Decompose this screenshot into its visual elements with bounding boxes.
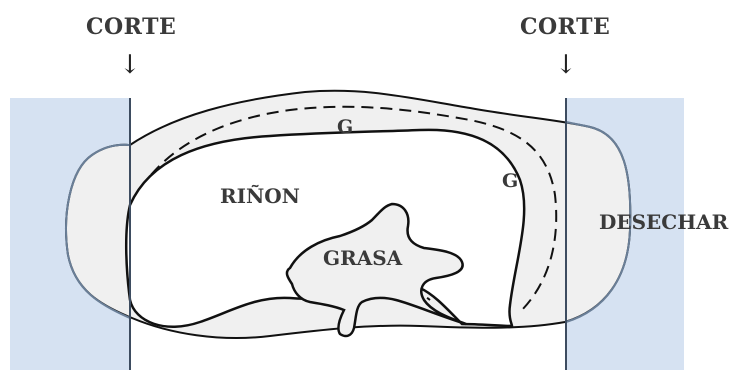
- fat-center-label: GRASA: [323, 248, 402, 268]
- discard-label: DESECHAR: [599, 212, 728, 232]
- kidney-label: RIÑON: [220, 186, 300, 206]
- fat-top-label: G: [337, 118, 353, 137]
- cut-label-left: CORTE: [86, 16, 176, 38]
- fat-right-label: G: [502, 172, 518, 191]
- cut-arrow-left: ↓: [119, 52, 141, 78]
- cut-label-right: CORTE: [520, 16, 610, 38]
- cut-arrow-right: ↓: [555, 52, 577, 78]
